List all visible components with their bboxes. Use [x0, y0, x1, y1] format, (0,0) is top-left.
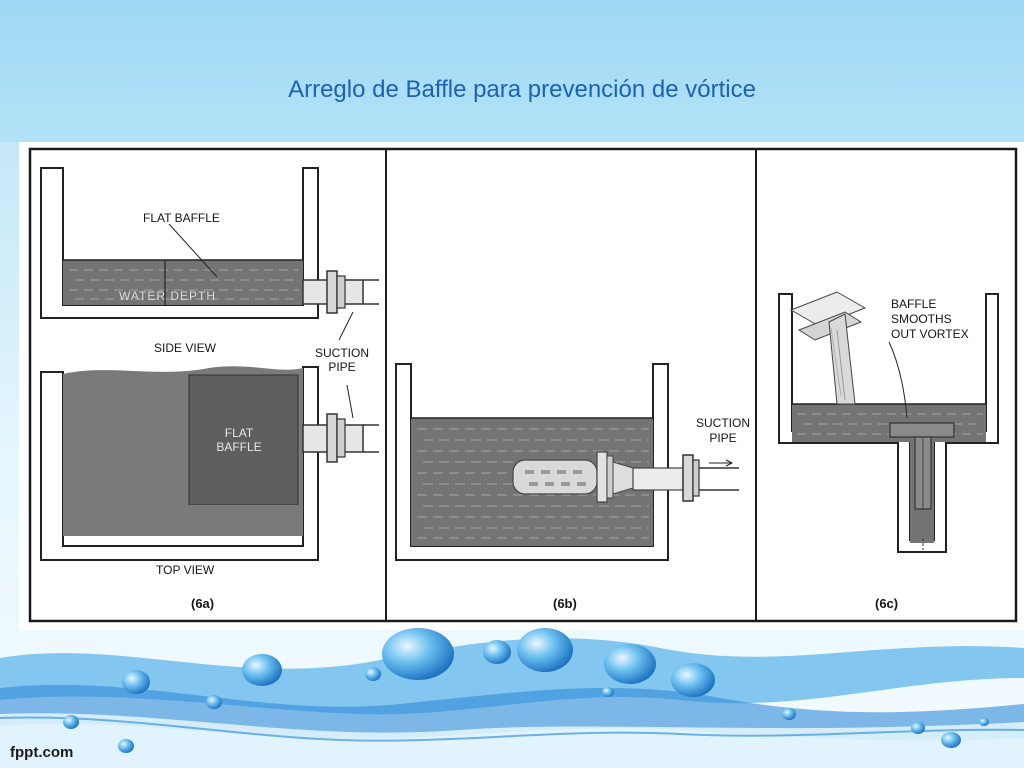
cross-baffle	[789, 291, 867, 405]
water-wave-decoration	[0, 628, 1024, 768]
flat-baffle-label-top-1: FLAT	[224, 426, 254, 440]
suction-pipe-label-1: SUCTION	[696, 416, 750, 430]
baffle-note-line-2: SMOOTHS	[891, 312, 952, 326]
water-droplets	[63, 628, 989, 753]
t-baffle	[889, 422, 955, 438]
water-depth-label: WATER DEPTH	[119, 289, 216, 303]
fppt-logo[interactable]: fppt.com	[10, 744, 74, 761]
suction-pipe-label-2: PIPE	[328, 360, 356, 374]
tank-6c	[778, 291, 999, 553]
perforated-pipe	[512, 459, 598, 495]
side-view-tank	[40, 167, 379, 341]
flat-baffle-label: FLAT BAFFLE	[143, 211, 220, 225]
diagram-drawing	[28, 147, 1018, 623]
top-view-label: TOP VIEW	[156, 563, 215, 577]
tank-6b	[395, 363, 739, 561]
flat-baffle-label-top-2: BAFFLE	[216, 440, 262, 454]
slide-title: Arreglo de Baffle para prevención de vór…	[288, 76, 756, 103]
panel-6a-label: (6a)	[191, 596, 215, 611]
baffle-note-line-1: BAFFLE	[891, 297, 937, 311]
panel-6c-label: (6c)	[875, 596, 899, 611]
slide-header	[0, 0, 1024, 142]
suction-pipe-label-2: PIPE	[709, 431, 737, 445]
baffle-diagram: FLAT BAFFLE WATER DEPTH SIDE VIEW SUCTIO…	[19, 142, 1024, 630]
panel-6b-label: (6b)	[553, 596, 577, 611]
top-view-tank	[40, 366, 379, 561]
baffle-note-line-3: OUT VORTEX	[891, 327, 969, 341]
flat-baffle-top	[188, 374, 299, 506]
side-view-label: SIDE VIEW	[154, 341, 217, 355]
suction-pipe-label-1: SUCTION	[315, 346, 369, 360]
